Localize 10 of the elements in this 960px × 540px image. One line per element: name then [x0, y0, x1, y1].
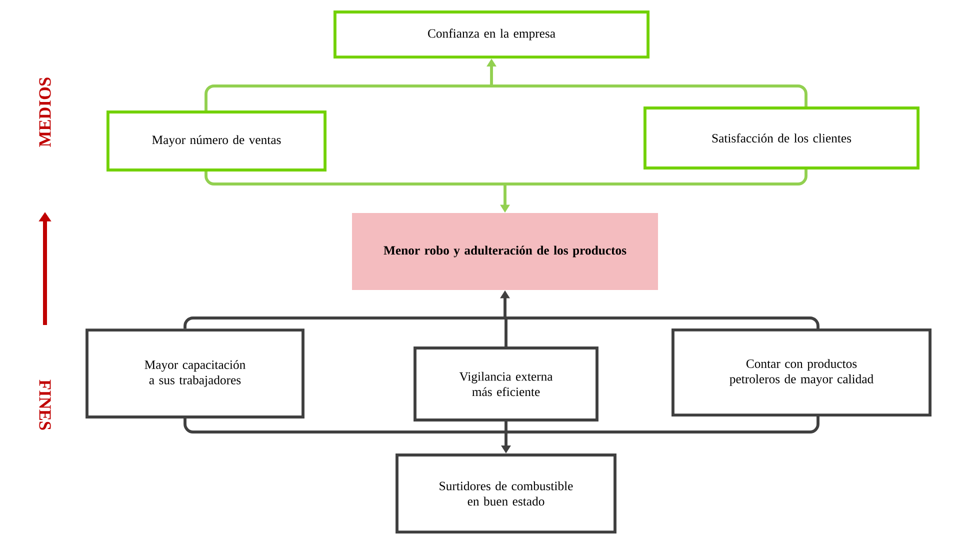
side-label: FINES: [39, 380, 51, 430]
side-label: MEDIOS: [39, 78, 51, 147]
cause-box: Mayor capacitación a sus trabajadores: [86, 328, 304, 418]
cause-box: Contar con productos petroleros de mayor calidad: [672, 328, 932, 416]
goal-box: Satisfacción de los clientes: [644, 106, 920, 170]
cause-box: Surtidores de combustible en buen estado: [396, 454, 616, 534]
cause-box: Vigilancia externa más eficiente: [414, 346, 598, 422]
goal-box: Mayor número de ventas: [106, 110, 326, 172]
goal-box: Confianza en la empresa: [334, 10, 650, 58]
problem-box: Menor robo y adulteración de los productos: [352, 212, 658, 290]
